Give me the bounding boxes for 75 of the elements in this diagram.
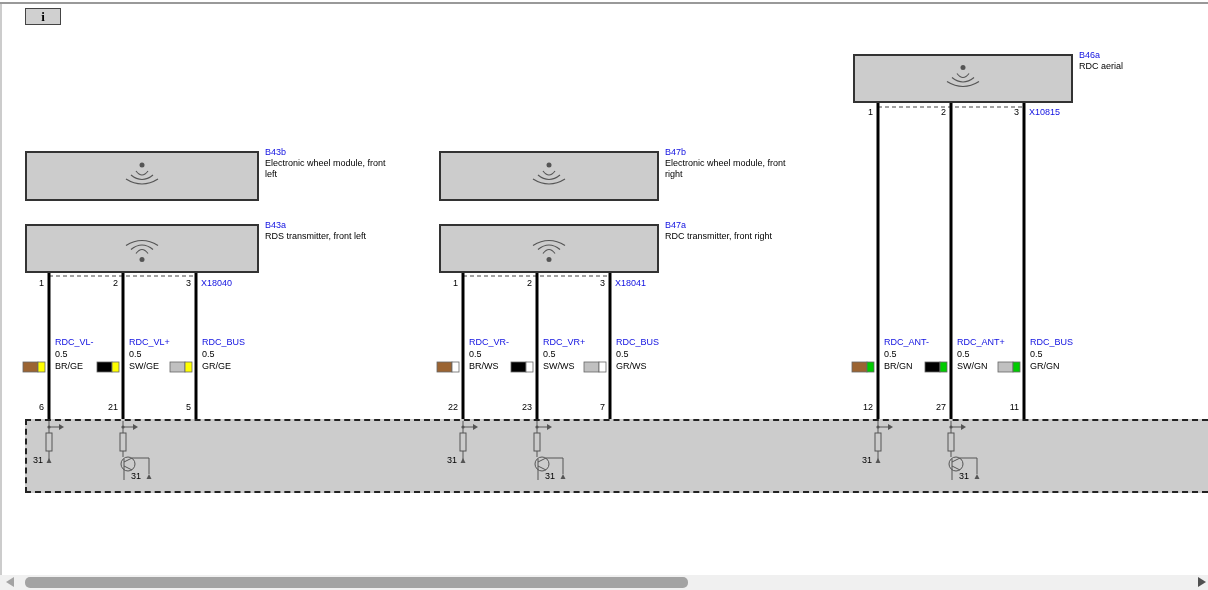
pin-number: 11 — [1009, 402, 1019, 413]
pin-number: 2 — [113, 278, 118, 289]
wire-color-code: GR/WS — [616, 361, 647, 372]
pin-number: 1 — [39, 278, 44, 289]
wire — [461, 273, 465, 419]
wire-color-code: BR/GE — [55, 361, 83, 372]
component-code: B43b — [265, 147, 287, 158]
pin-number: 3 — [1014, 107, 1019, 118]
component-description: RDC transmitter, front right — [665, 231, 774, 242]
wire-signal-label: RDC_BUS — [616, 337, 659, 348]
wire-signal-label: RDC_ANT- — [884, 337, 929, 348]
wire-cross-section: 0.5 — [957, 349, 970, 360]
wire — [949, 103, 953, 419]
wire — [1022, 103, 1026, 419]
wire-color-code: SW/WS — [543, 361, 575, 372]
pin-number: 22 — [448, 402, 458, 413]
ground-terminal-number: 31 — [862, 455, 872, 466]
control-unit-box — [25, 419, 1208, 493]
ground-terminal-number: 31 — [131, 471, 141, 482]
info-button: i — [25, 8, 61, 25]
ground-terminal-number: 31 — [959, 471, 969, 482]
wire-cross-section: 0.5 — [543, 349, 556, 360]
wire — [47, 273, 51, 419]
wire — [194, 273, 198, 419]
pin-number: 3 — [600, 278, 605, 289]
component-code: B47a — [665, 220, 687, 231]
component-description: Electronic wheel module, front right — [665, 158, 787, 180]
wire-cross-section: 0.5 — [129, 349, 142, 360]
wire-color-code: SW/GE — [129, 361, 159, 372]
wire-signal-label: RDC_VR+ — [543, 337, 586, 348]
wire-signal-label: RDC_ANT+ — [957, 337, 1005, 348]
wire-color-code: GR/GE — [202, 361, 231, 372]
pin-number: 6 — [39, 402, 44, 413]
wire-cross-section: 0.5 — [884, 349, 897, 360]
pin-number: 1 — [453, 278, 458, 289]
wire-cross-section: 0.5 — [202, 349, 215, 360]
pin-number: 21 — [108, 402, 118, 413]
ground-terminal-number: 31 — [545, 471, 555, 482]
wire — [121, 273, 125, 419]
component-code: B43a — [265, 220, 287, 231]
pin-number: 1 — [868, 107, 873, 118]
pin-number: 2 — [941, 107, 946, 118]
component-description: Electronic wheel module, front left — [265, 158, 387, 180]
wire-signal-label: RDC_BUS — [202, 337, 245, 348]
wire-signal-label: RDC_BUS — [1030, 337, 1073, 348]
wire — [608, 273, 612, 419]
component-code: B47b — [665, 147, 687, 158]
pin-number: 7 — [600, 402, 605, 413]
wire-cross-section: 0.5 — [616, 349, 629, 360]
pin-number: 3 — [186, 278, 191, 289]
ground-terminal-number: 31 — [33, 455, 43, 466]
pin-number: 12 — [863, 402, 873, 413]
pin-number: 2 — [527, 278, 532, 289]
pin-number: 5 — [186, 402, 191, 413]
wire — [535, 273, 539, 419]
wire-cross-section: 0.5 — [55, 349, 68, 360]
pin-number: 27 — [936, 402, 946, 413]
pin-number: 23 — [522, 402, 532, 413]
wire-color-code: SW/GN — [957, 361, 988, 372]
wire-cross-section: 0.5 — [1030, 349, 1043, 360]
wire-color-code: BR/GN — [884, 361, 913, 372]
wire-signal-label: RDC_VL- — [55, 337, 94, 348]
wire — [876, 103, 880, 419]
wire-signal-label: RDC_VR- — [469, 337, 509, 348]
component-description: RDS transmitter, front left — [265, 231, 368, 242]
connector-code: X18041 — [615, 278, 647, 289]
component-description: RDC aerial — [1079, 61, 1124, 72]
connector-code: X18040 — [201, 278, 233, 289]
connector-code: X10815 — [1029, 107, 1061, 118]
component-code: B46a — [1079, 50, 1101, 61]
wire-color-code: BR/WS — [469, 361, 499, 372]
wire-cross-section: 0.5 — [469, 349, 482, 360]
ground-terminal-number: 31 — [447, 455, 457, 466]
wire-color-code: GR/GN — [1030, 361, 1060, 372]
wire-signal-label: RDC_VL+ — [129, 337, 170, 348]
